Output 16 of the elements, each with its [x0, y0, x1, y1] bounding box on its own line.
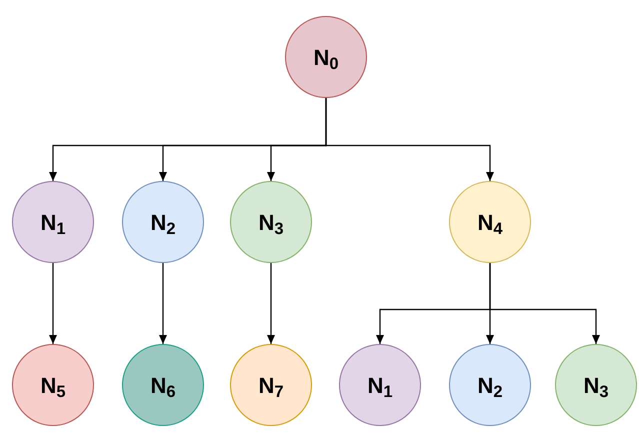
node-label: N$_{4}$: [477, 208, 503, 238]
node-label: N$_{5}$: [40, 372, 66, 402]
arrow: [267, 263, 275, 344]
node-label: N$_{3}$: [583, 372, 609, 402]
node-label: N$_{0}$: [313, 44, 339, 74]
node-label: N$_{1}$: [40, 208, 66, 238]
node-label: N$_{1}$: [367, 372, 393, 402]
arrow: [489, 263, 600, 344]
node-label: N$_{3}$: [258, 208, 284, 238]
node-label: N$_{2}$: [477, 372, 503, 402]
arrow: [49, 263, 57, 344]
node-label: N$_{7}$: [258, 372, 284, 402]
node-label: N$_{2}$: [150, 208, 176, 238]
node-label: N$_{6}$: [150, 372, 176, 402]
arrow: [325, 98, 494, 181]
arrow: [159, 263, 167, 344]
